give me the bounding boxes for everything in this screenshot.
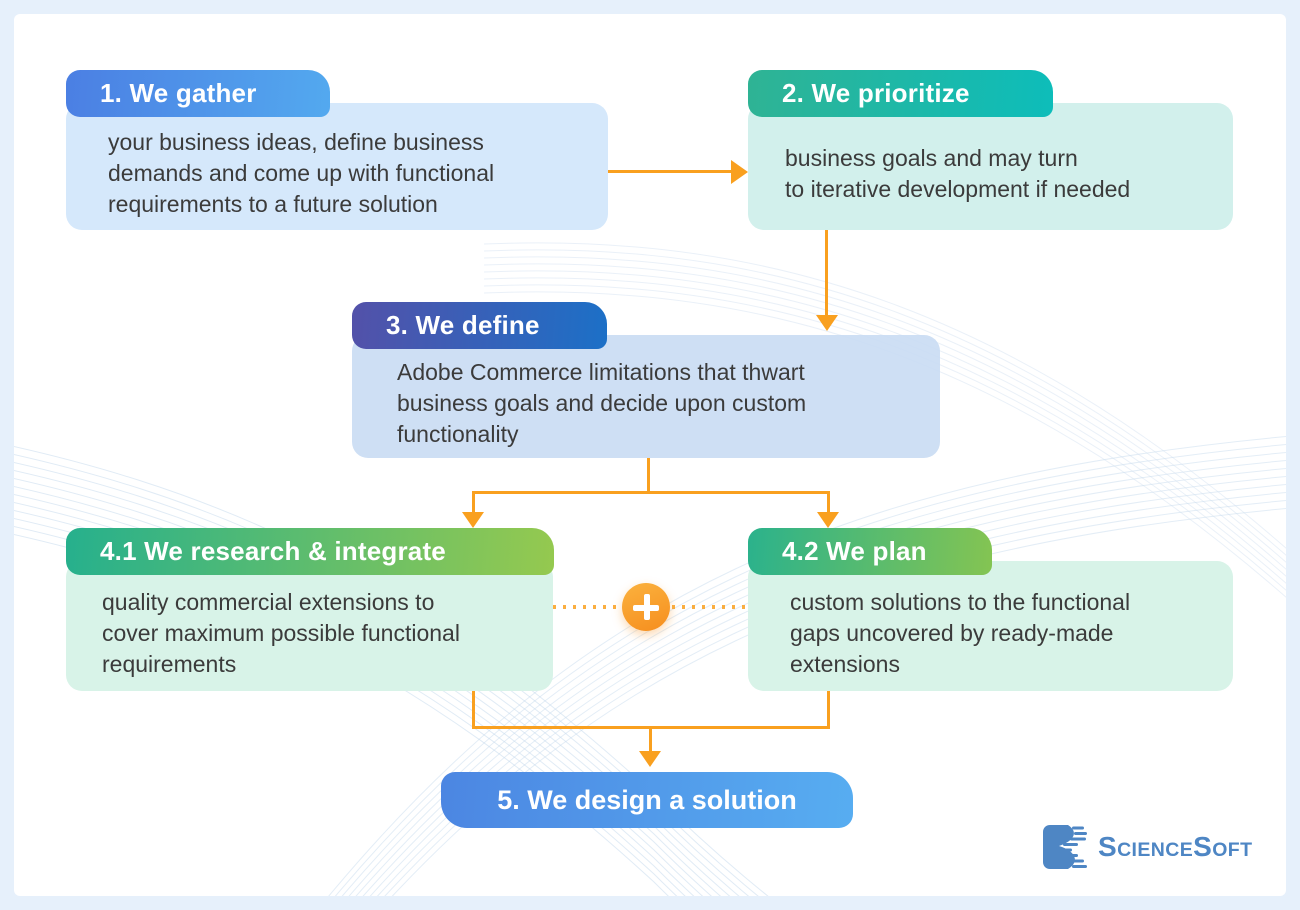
step-3-title: 3. We define	[386, 310, 540, 340]
split-connector-left-drop	[471, 491, 475, 513]
merge-connector-stem	[648, 726, 652, 752]
arrow-down-icon	[817, 512, 839, 528]
step-2-title: 2. We prioritize	[782, 78, 970, 108]
step-4-2-body: custom solutions to the functional gaps …	[748, 561, 1233, 691]
split-connector-stem	[647, 458, 650, 494]
sciencesoft-logo-text: SCIENCESOFT	[1098, 831, 1252, 863]
step-3-header: 3. We define	[352, 302, 607, 349]
step-3-body: Adobe Commerce limitations that thwart b…	[352, 335, 940, 458]
logo-part: S	[1098, 831, 1118, 862]
arrow-down-icon	[815, 315, 838, 331]
dotted-link-right	[672, 605, 748, 609]
logo-part: OFT	[1212, 839, 1253, 861]
step-4-2-body-text: custom solutions to the functional gaps …	[790, 588, 1131, 677]
arrow-down-icon	[639, 751, 661, 767]
step-5-title: 5. We design a solution	[497, 784, 797, 815]
split-connector-right-drop	[826, 491, 830, 513]
step-3-body-text: Adobe Commerce limitations that thwart b…	[397, 359, 807, 447]
step-2-body-text: business goals and may turn to iterative…	[785, 144, 1131, 202]
sciencesoft-logo-icon	[1043, 825, 1087, 869]
step-1-body-text: your business ideas, define business dem…	[108, 129, 495, 217]
step-5-banner: 5. We design a solution	[441, 772, 853, 828]
plus-icon	[622, 583, 670, 631]
logo-part: S	[1193, 831, 1213, 862]
step-2-body: business goals and may turn to iterative…	[748, 103, 1233, 230]
arrow-1-2-line	[608, 170, 734, 173]
step-4-1-title: 4.1 We research & integrate	[100, 536, 446, 566]
step-4-2-title: 4.2 We plan	[782, 536, 927, 566]
split-connector-bar	[471, 491, 830, 494]
dotted-link-left	[553, 605, 622, 609]
merge-connector-right-drop	[826, 691, 830, 729]
step-1-title: 1. We gather	[100, 78, 257, 108]
step-4-2-header: 4.2 We plan	[748, 528, 992, 575]
step-4-1-header: 4.1 We research & integrate	[66, 528, 554, 575]
sciencesoft-logo: SCIENCESOFT	[1042, 824, 1252, 870]
logo-part: CIENCE	[1117, 839, 1194, 861]
step-1-body: your business ideas, define business dem…	[66, 103, 608, 230]
merge-connector-left-drop	[471, 691, 475, 729]
arrow-down-icon	[462, 512, 484, 528]
step-2-header: 2. We prioritize	[748, 70, 1053, 117]
step-4-1-body: quality commercial extensions to cover m…	[66, 561, 553, 691]
arrow-right-icon	[731, 159, 748, 184]
step-4-1-body-text: quality commercial extensions to cover m…	[102, 588, 460, 677]
arrow-2-3-line	[825, 230, 828, 316]
step-1-header: 1. We gather	[66, 70, 330, 117]
